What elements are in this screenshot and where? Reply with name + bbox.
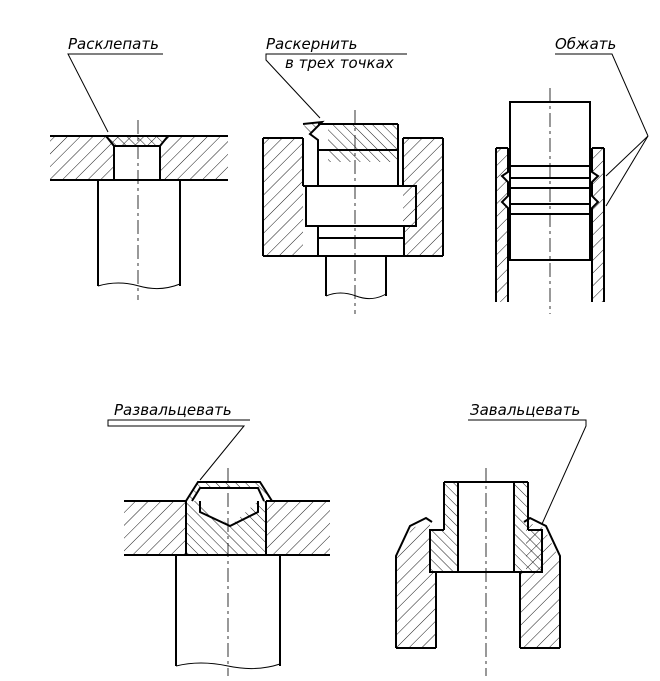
roll-in-label: Завальцевать [470, 401, 580, 419]
crimp-label: Обжать [555, 35, 616, 53]
flare-view: Развальцевать [107, 401, 330, 676]
rivet-label: Расклепать [68, 35, 159, 53]
rivet-view: Расклепать [50, 35, 228, 300]
center-punch-view: Раскернить в трех точках [262, 35, 444, 314]
center-punch-label-2: в трех точках [285, 54, 394, 72]
flare-label: Развальцевать [114, 401, 232, 419]
center-punch-label-1: Раскернить [266, 35, 357, 53]
roll-in-view: Завальцевать [395, 401, 587, 676]
crimp-view: Обжать [495, 35, 649, 314]
